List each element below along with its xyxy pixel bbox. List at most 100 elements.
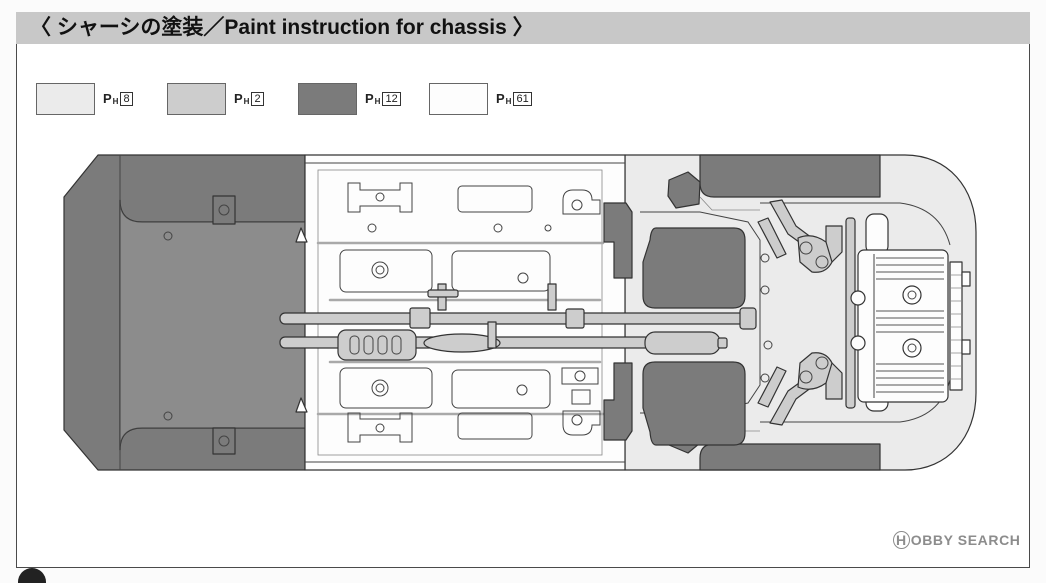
front-tire-upper: [699, 154, 881, 198]
floor-plug-inner: [375, 265, 385, 275]
floor-pan-upper-right: [451, 250, 551, 292]
radiator-tab: [961, 339, 971, 355]
mount-hole: [760, 373, 770, 383]
paint-prefix-sub: H: [243, 96, 250, 106]
paint-prefix: P: [365, 91, 374, 106]
floor-pan-lower-left: [339, 367, 433, 409]
paint-code-number: 61: [513, 92, 532, 106]
watermark: HOBBY SEARCH: [893, 530, 1021, 550]
section-title: 〈 シャーシの塗装／Paint instruction for chassis …: [30, 16, 534, 39]
floor-hole: [571, 414, 583, 426]
exhaust-hanger-bar: [427, 289, 459, 298]
floor-hole: [367, 223, 377, 233]
drain-bolt-inner: [907, 290, 917, 300]
tie-rod-lower: [757, 366, 787, 408]
floor-bracket-upper: [347, 182, 413, 213]
hub-bolt: [799, 370, 813, 384]
shaft-clamp: [409, 307, 431, 329]
drain-bolt: [902, 338, 922, 358]
paint-prefix-sub: H: [112, 96, 119, 106]
catalytic-converter: [337, 329, 417, 361]
floor-hole: [375, 192, 385, 202]
engine-bolt: [850, 290, 866, 306]
paint-prefix-sub: H: [505, 96, 512, 106]
rear-seat-floor-shade: [120, 200, 305, 450]
paint-code-label: P H 2: [234, 92, 264, 106]
floor-mount-lower: [561, 367, 599, 385]
paint-code-number: 2: [251, 92, 264, 106]
exhaust-hanger: [547, 283, 557, 311]
rear-hole: [163, 411, 173, 421]
floor-hole: [516, 384, 528, 396]
rear-bolt-upper: [218, 204, 230, 216]
crossmember-upper: [603, 202, 633, 279]
paint-code-label: P H 8: [103, 92, 133, 106]
floor-panel-upper: [457, 185, 533, 213]
brake-line: [316, 241, 605, 416]
floor-bracket-lower: [347, 412, 413, 443]
floor-plug-inner: [375, 383, 385, 393]
radiator: [949, 261, 963, 391]
converter-rib: [349, 335, 360, 355]
shaft-joint: [739, 307, 757, 330]
paint-prefix-sub: H: [374, 96, 381, 106]
mud-flap-upper: [667, 171, 701, 209]
radiator-tab: [961, 271, 971, 287]
front-subframe-member: [845, 217, 856, 409]
hub-bolt: [815, 255, 829, 269]
paint-code-label: P H 12: [365, 92, 401, 106]
muffler-tip: [717, 337, 728, 349]
engine-oil-pan: [857, 249, 949, 403]
jack-point-upper: [295, 227, 308, 243]
oil-pan-fins: [876, 257, 944, 393]
sill-line: [305, 162, 625, 463]
floor-hole: [375, 423, 385, 433]
drain-bolt-inner: [907, 343, 917, 353]
floor-hole: [544, 224, 552, 232]
converter-rib: [377, 335, 388, 355]
engine-bolt: [850, 335, 866, 351]
paint-prefix: P: [103, 91, 112, 106]
legend-item-ph2: P H 2: [167, 83, 264, 115]
floor-tab: [571, 389, 591, 405]
watermark-logo-text: HOBBY SEARCH: [896, 532, 1021, 548]
radiator-core-lines: [950, 274, 962, 380]
mount-hole: [760, 253, 770, 263]
hub-bolt: [799, 241, 813, 255]
floor-hole: [493, 223, 503, 233]
mount-hole: [763, 340, 773, 350]
tie-rod-upper: [757, 217, 787, 259]
floor-hole: [571, 199, 583, 211]
rear-bolt-plate-upper: [212, 195, 236, 225]
floor-hole: [574, 370, 586, 382]
color-swatch: [298, 83, 357, 115]
floor-pan-upper-left: [339, 249, 433, 293]
jack-point-lower: [295, 397, 308, 413]
hub-lower: [797, 352, 833, 390]
step-number-marker: [18, 568, 46, 583]
color-swatch: [167, 83, 226, 115]
hub-upper: [797, 235, 833, 273]
paint-code-number: 12: [382, 92, 401, 106]
section-header: 〈 シャーシの塗装／Paint instruction for chassis …: [16, 12, 1030, 44]
rear-bolt-lower: [218, 435, 230, 447]
legend-item-ph61: P H 61: [429, 83, 532, 115]
floor-mount-lower-right: [562, 410, 601, 436]
paint-code-label: P H 61: [496, 92, 532, 106]
floor-pan-lower-right: [451, 369, 551, 409]
floor-plug: [371, 379, 389, 397]
muffler: [644, 331, 721, 355]
propeller-shaft: [279, 312, 746, 325]
fuel-tank-upper: [642, 227, 746, 309]
front-tire-lower: [699, 443, 881, 471]
drain-bolt: [902, 285, 922, 305]
crossmember-lower: [603, 362, 633, 441]
resonator: [423, 333, 501, 353]
legend-item-ph8: P H 8: [36, 83, 133, 115]
legend-item-ph12: P H 12: [298, 83, 401, 115]
converter-rib: [391, 335, 402, 355]
color-swatch: [429, 83, 488, 115]
engine-mount-upper: [865, 213, 889, 255]
converter-rib: [363, 335, 374, 355]
